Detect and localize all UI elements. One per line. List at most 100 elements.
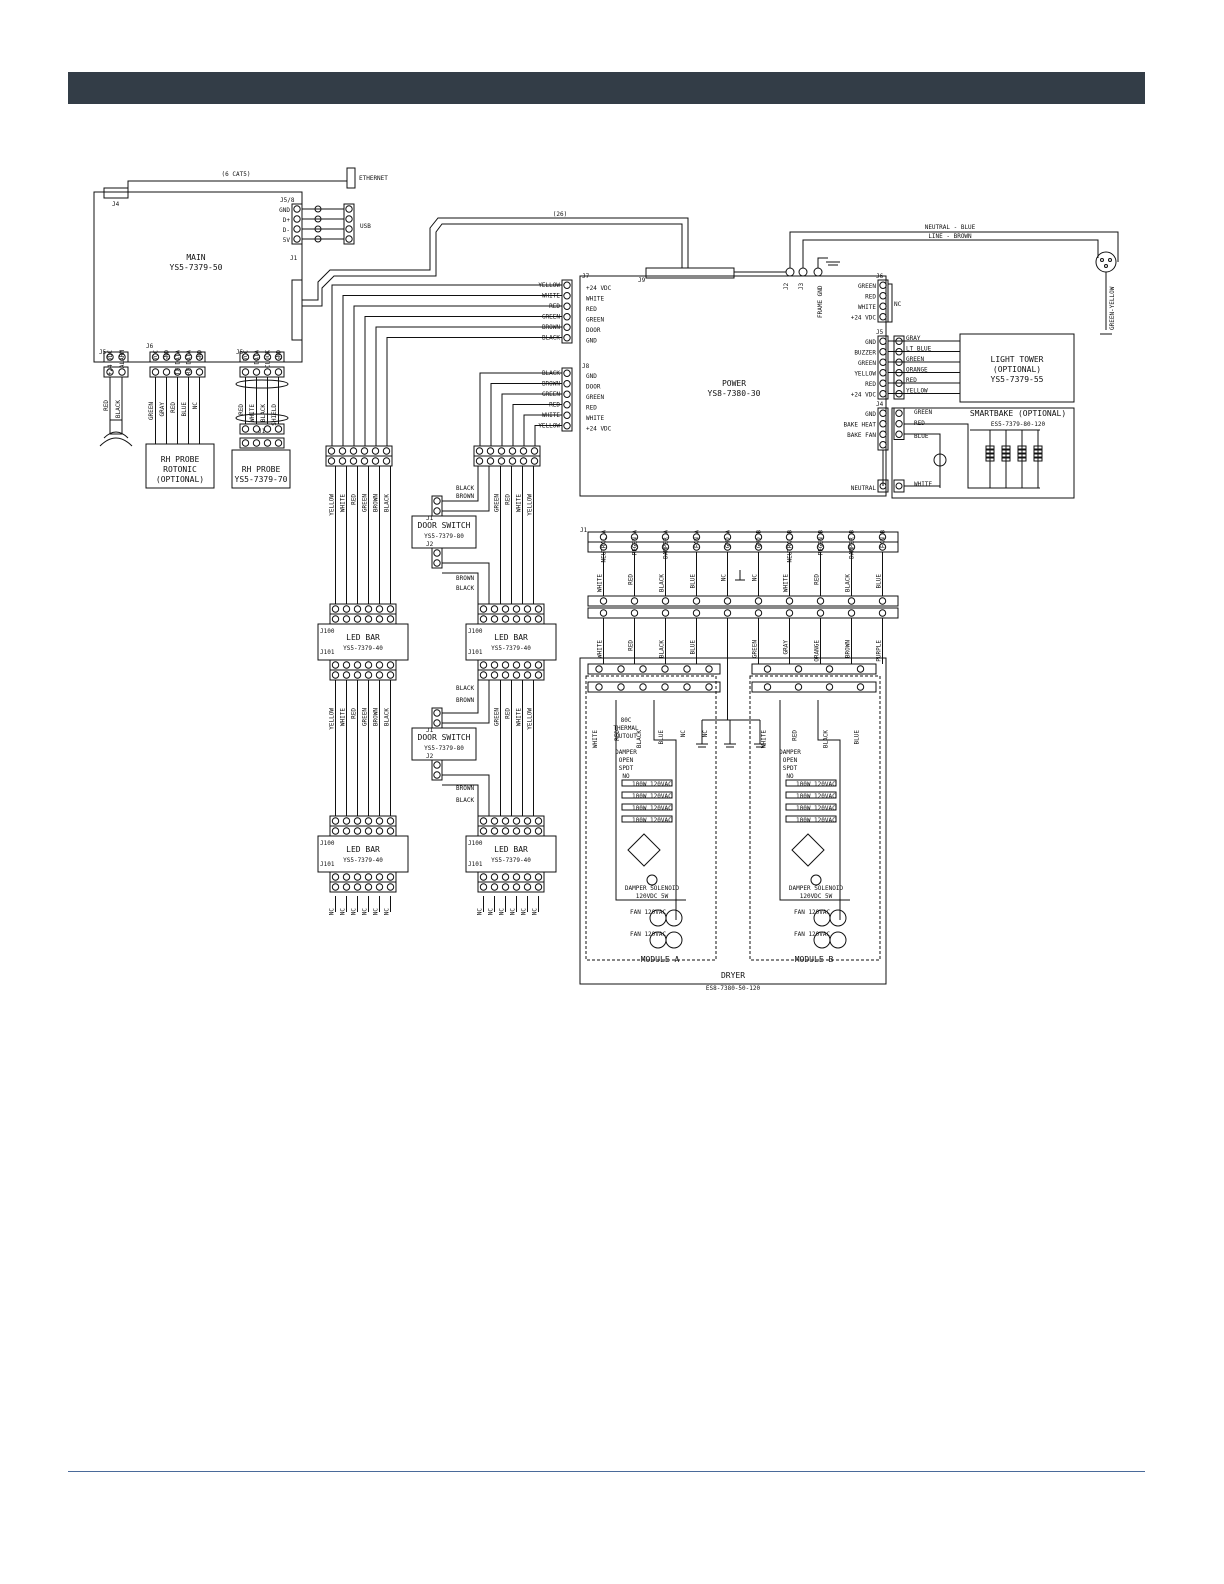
terminal: [754, 597, 763, 605]
main-pin-label: VCC: [243, 350, 250, 361]
led-bar-plug: [329, 881, 397, 893]
wire-label: WHITE: [249, 404, 256, 422]
smartbake-wire: [904, 433, 941, 488]
wire-label: PURPLE: [876, 640, 883, 662]
smartbake-fan: [933, 453, 947, 467]
neutral-label: NEUTRAL - BLUE: [925, 224, 976, 231]
terminal: [293, 215, 301, 223]
terminal: [856, 683, 865, 691]
heater: [785, 815, 837, 823]
wire-label: RED: [351, 494, 358, 505]
rh-j1-label: J1: [258, 428, 266, 435]
terminal: [364, 883, 373, 891]
thermal-label: THERMAL: [613, 725, 639, 732]
footer-rule: [68, 1471, 1145, 1472]
terminal: [342, 827, 351, 835]
ethernet-cable: [127, 180, 347, 193]
wire-label: NC: [721, 574, 728, 582]
led-bus-right: [473, 445, 541, 457]
main-j5b-header: [239, 351, 285, 363]
usb-pin-label: GND: [279, 207, 290, 214]
wire-label: GREEN: [494, 494, 501, 512]
j8-pin-label: WHITE: [586, 415, 604, 422]
terminal: [754, 543, 763, 551]
terminal: [879, 313, 887, 321]
damper-switch-label: OPEN: [619, 757, 634, 764]
wire-label: RED: [351, 708, 358, 719]
terminal: [490, 817, 499, 825]
terminal: [364, 605, 373, 613]
line-label: LINE - BROWN: [928, 233, 972, 240]
power-j9-connector: [645, 267, 735, 279]
terminal: [501, 615, 510, 623]
terminal: [345, 235, 353, 243]
terminal: [331, 615, 340, 623]
j8-wire-label: BROWN: [542, 381, 560, 388]
j8-feed: [501, 393, 562, 446]
terminal: [274, 439, 283, 447]
terminal: [490, 827, 499, 835]
terminal: [342, 615, 351, 623]
terminal: [723, 543, 732, 551]
terminal: [599, 533, 608, 541]
terminal: [241, 368, 250, 376]
power-j3-label: J3: [798, 282, 805, 290]
terminal: [847, 609, 856, 617]
door-wire-label: BROWN: [456, 575, 474, 582]
terminal: [331, 661, 340, 669]
heater-label: 100W 120VAC: [796, 805, 836, 812]
led-bus-left: [325, 445, 393, 457]
damper-switch-label: NO: [622, 773, 630, 780]
terminal: [512, 661, 521, 669]
main-j5b-label: J5: [236, 349, 244, 356]
terminal: [274, 353, 283, 361]
wire-label: NC: [373, 908, 380, 916]
light-tower-plug: [893, 335, 905, 400]
wire-label: BROWN: [845, 640, 852, 658]
j5-pin-label: RED: [865, 381, 876, 388]
terminal: [433, 549, 441, 557]
terminal: [162, 368, 171, 376]
damper-switch-label: DAMPER: [779, 749, 801, 756]
terminal: [241, 439, 250, 447]
terminal: [353, 615, 362, 623]
j6-pin-label: RED: [865, 294, 876, 301]
wire-label: SHIELD: [271, 404, 278, 426]
led-bar-title: LED BAR: [494, 633, 528, 642]
j8-pin-label: DOOR: [586, 384, 601, 391]
buzzer-icon: [103, 431, 129, 439]
terminal: [331, 873, 340, 881]
terminal: [595, 683, 603, 691]
heater-coil: [1033, 449, 1043, 454]
terminal: [479, 827, 488, 835]
j8-wire-label: YELLOW: [538, 423, 560, 430]
terminal: [879, 409, 887, 417]
led-bar-header: [329, 659, 397, 671]
door-switch-part: YS5-7379-80: [424, 533, 464, 540]
bridge-rectifier: [791, 833, 825, 867]
door-wire: [442, 784, 479, 816]
terminal: [241, 353, 250, 361]
solenoid-label: 120VDC 5W: [800, 893, 833, 900]
terminal: [386, 883, 395, 891]
heater-label: 100W 120VAC: [796, 793, 836, 800]
smartbake-part: ES5-7379-80-120: [991, 421, 1046, 428]
led-bar-title: LED BAR: [346, 633, 380, 642]
terminal: [151, 368, 160, 376]
heater-coil: [1001, 449, 1011, 454]
wire-label: NC: [362, 908, 369, 916]
power-j6-strip: [877, 279, 889, 323]
terminal: [754, 609, 763, 617]
terminal: [879, 482, 887, 490]
terminal: [353, 605, 362, 613]
j8-feed: [512, 404, 562, 446]
wire-label: GREEN: [752, 640, 759, 658]
terminal: [252, 368, 261, 376]
buzzer-icon: [99, 437, 133, 447]
terminal: [241, 425, 250, 433]
j5-pin-label: +24 VDC: [851, 392, 877, 399]
terminal: [433, 559, 441, 567]
terminal: [785, 609, 794, 617]
terminal: [785, 597, 794, 605]
module-a: [585, 675, 717, 961]
